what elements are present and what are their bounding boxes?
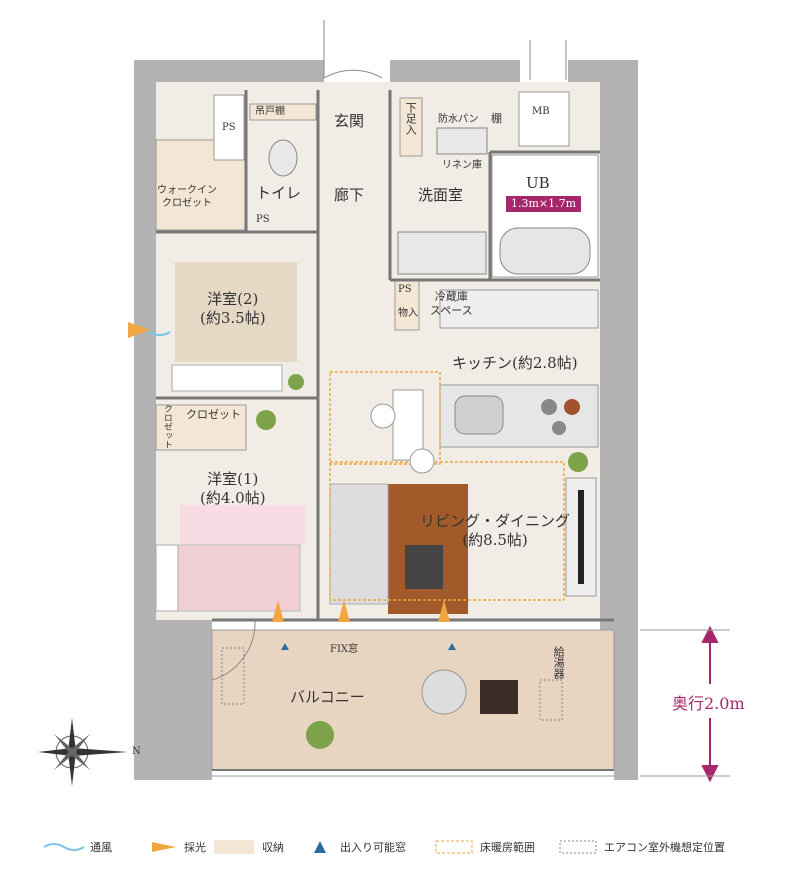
western-room-2-label: 洋室(2)(約3.5帖)	[200, 290, 266, 327]
compass-icon	[38, 718, 128, 786]
legend-swatches	[43, 840, 597, 854]
toilet-label: トイレ	[256, 184, 302, 202]
water-heater-label: 給湯器	[552, 646, 566, 679]
ub-size-badge: 1.3m×1.7m	[506, 196, 582, 212]
ventilation-marks	[128, 322, 456, 650]
ps-label-2: PS	[256, 214, 270, 225]
linen-label: リネン庫	[442, 160, 482, 171]
ps-label-3: PS	[398, 284, 412, 295]
balcony-label: バルコニー	[290, 688, 365, 706]
corridor-label: 廊下	[334, 186, 365, 204]
doors	[211, 20, 567, 681]
kitchen-counter	[439, 289, 599, 329]
walkin-closet-label: ウォークインクロゼット	[157, 185, 217, 209]
entrance-label: 玄関	[334, 112, 365, 130]
waterproof-pan-label: 防水パン	[438, 114, 479, 125]
legend-floor-heating: 床暖房範囲	[480, 841, 535, 854]
kitchen-label: キッチン(約2.8帖)	[452, 354, 578, 372]
room2-rug	[175, 262, 297, 362]
washroom-label: 洗面室	[418, 186, 464, 204]
mb-label: MB	[532, 106, 550, 117]
legend-wind: 通風	[90, 841, 112, 854]
bed	[180, 505, 305, 545]
western-room-1-label: 洋室(1)(約4.0帖)	[200, 470, 266, 507]
shelf-label: 棚	[491, 112, 502, 125]
closet-vertical-label: クロゼット	[161, 404, 172, 449]
fridge-space-label: 冷蔵庫スペース	[430, 290, 473, 317]
ub-label: UB	[526, 174, 550, 192]
legend-aircon: エアコン室外機想定位置	[604, 841, 725, 854]
closet-label: クロゼット	[186, 408, 241, 421]
fix-window-label: FIX窓	[330, 644, 359, 655]
floor-heating-range	[329, 371, 441, 465]
depth-arrow	[701, 625, 719, 783]
upper-shelf-label: 吊戸棚	[255, 106, 285, 117]
plants	[256, 374, 588, 749]
ps-label-1: PS	[222, 122, 236, 133]
balcony-area	[211, 629, 615, 771]
legend-light: 採光	[184, 841, 206, 854]
legend-storage: 収納	[262, 841, 284, 854]
legend-accessible-window: 出入り可能窓	[340, 841, 406, 854]
living-dining-label: リビング・ダイニング(約8.5帖)	[420, 512, 571, 549]
compass-north-label: N	[132, 746, 141, 757]
depth-label: 奥行2.0m	[672, 694, 745, 713]
storage-small-label: 物入	[398, 308, 418, 319]
shoe-box-label: 下足入	[404, 102, 418, 135]
